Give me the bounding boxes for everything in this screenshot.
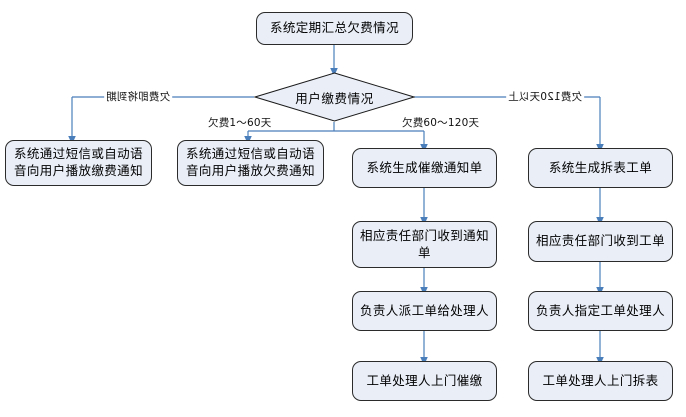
node-col3-assign-handler-label: 负责人派工单给处理人 [359,302,489,318]
node-col4-designate-handler[interactable]: 负责人指定工单处理人 [528,291,673,331]
node-col4-onsite-removal[interactable]: 工单处理人上门拆表 [528,361,673,401]
node-start[interactable]: 系统定期汇总欠费情况 [256,12,413,45]
node-col4-onsite-removal-label: 工单处理人上门拆表 [542,372,659,388]
edge-label-overdue-60-120: 欠费60～120天 [400,115,482,130]
node-col2-sms-overdue-notice[interactable]: 系统通过短信或自动语音向用户播放欠费通知 [177,140,324,186]
node-col2-sms-overdue-notice-label: 系统通过短信或自动语音向用户播放欠费通知 [185,146,315,178]
node-col4-dept-receives-order-label: 相应责任部门收到工单 [535,233,665,249]
node-col3-onsite-collection[interactable]: 工单处理人上门催缴 [352,361,497,401]
node-col3-dept-receives-notice[interactable]: 相应责任部门收到通知单 [352,221,497,268]
node-decision-label: 用户缴费情况 [295,90,374,106]
node-decision[interactable]: 用户缴费情况 [254,72,415,122]
node-col3-generate-notice[interactable]: 系统生成催缴通知单 [352,148,497,188]
node-col4-dept-receives-order[interactable]: 相应责任部门收到工单 [528,221,673,262]
node-col3-onsite-collection-label: 工单处理人上门催缴 [366,372,483,388]
node-col3-assign-handler[interactable]: 负责人派工单给处理人 [352,291,497,331]
node-col3-dept-receives-notice-label: 相应责任部门收到通知单 [359,227,489,260]
edge-label-due-soon: 欠费即将到期 [104,89,173,104]
node-col1-sms-payment-notice-label: 系统通过短信或自动语音向用户播放缴费通知 [13,146,143,178]
node-col4-generate-removal-order-label: 系统生成拆表工单 [548,159,653,175]
node-start-label: 系统定期汇总欠费情况 [269,20,399,36]
edge-label-overdue-1-60: 欠费1～60天 [206,115,274,130]
node-col1-sms-payment-notice[interactable]: 系统通过短信或自动语音向用户播放缴费通知 [5,140,152,186]
node-col4-designate-handler-label: 负责人指定工单处理人 [535,302,665,318]
diamond-shape [254,72,415,122]
node-col4-generate-removal-order[interactable]: 系统生成拆表工单 [528,148,673,188]
edge-label-overdue-over-120: 欠费120天以上 [506,89,585,104]
node-col3-generate-notice-label: 系统生成催缴通知单 [366,159,483,175]
